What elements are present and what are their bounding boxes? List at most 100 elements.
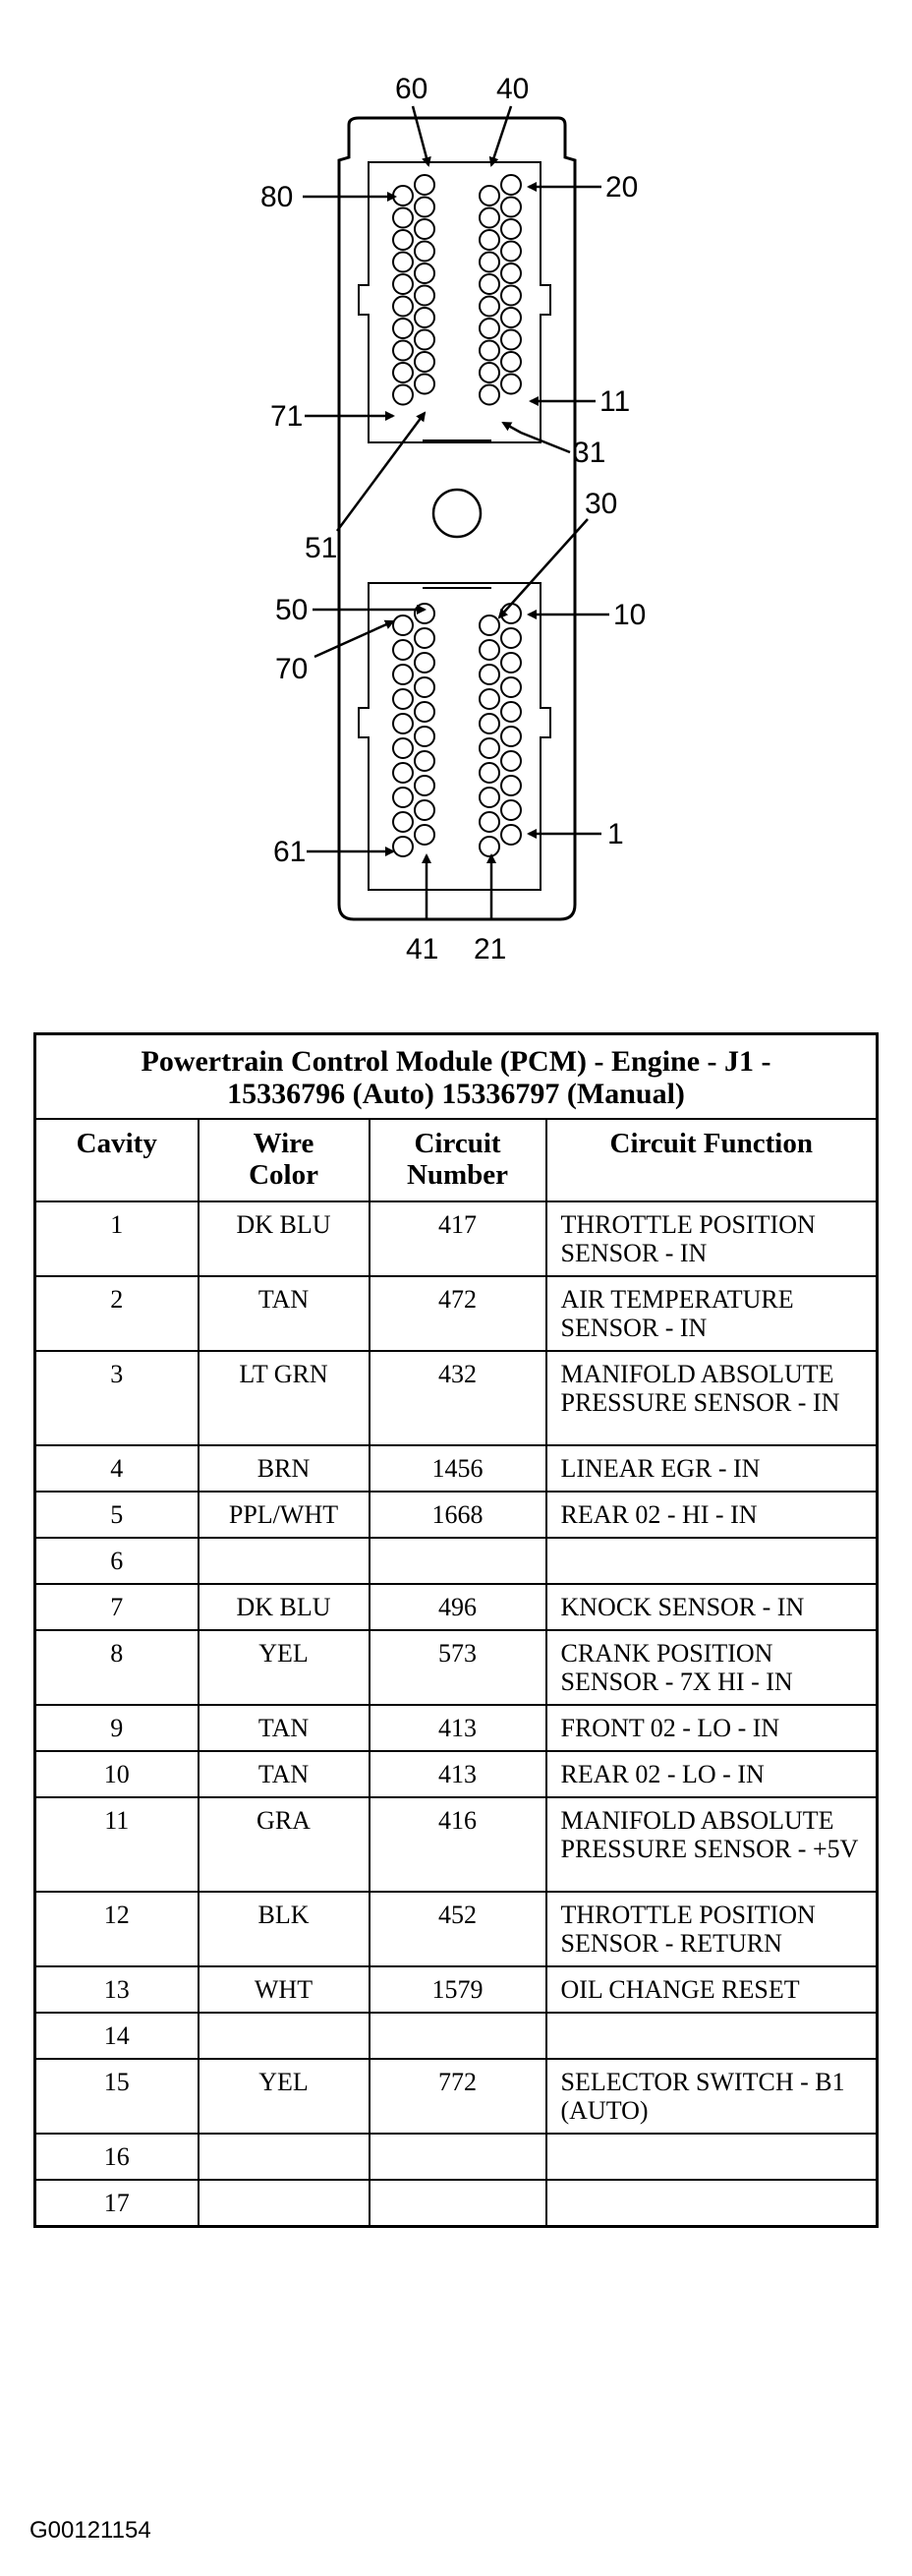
pin-cavity [392, 339, 414, 362]
cell-wire-color: DK BLU [197, 1200, 370, 1277]
pin-cavity [392, 273, 414, 295]
pin-cavity [414, 263, 435, 284]
pin-cavity [500, 328, 522, 351]
cell-cavity: 12 [33, 1891, 200, 1967]
callout-70: 70 [275, 653, 308, 685]
cell-wire-color: GRA [197, 1796, 370, 1893]
cell-cavity: 1 [33, 1200, 200, 1277]
pin-cavity [414, 676, 435, 698]
pin-cavity [414, 627, 435, 649]
pin-cavity [392, 639, 414, 661]
cell-circuit-number: 452 [368, 1891, 547, 1967]
pin-cavity [414, 799, 435, 821]
cell-circuit-number: 573 [368, 1629, 547, 1706]
pin-cavity [392, 295, 414, 318]
pin-cavity [479, 295, 500, 318]
pin-cavity [500, 824, 522, 846]
cell-wire-color [197, 2179, 370, 2228]
pin-cavity [392, 688, 414, 710]
cell-circuit-function [544, 2133, 879, 2181]
pin-cavity [500, 196, 522, 218]
cell-circuit-function: THROTTLE POSITION SENSOR - IN [544, 1200, 879, 1277]
callout-30: 30 [585, 488, 617, 520]
cell-circuit-function: REAR 02 - LO - IN [544, 1750, 879, 1798]
pin-cavity [392, 229, 414, 251]
cell-wire-color: YEL [197, 2058, 370, 2135]
cell-cavity: 16 [33, 2133, 200, 2181]
pin-cavity [500, 652, 522, 673]
cell-circuit-function: MANIFOLD ABSOLUTE PRESSURE SENSOR - +5V [544, 1796, 879, 1893]
cell-circuit-number: 416 [368, 1796, 547, 1893]
callout-10: 10 [613, 599, 646, 631]
pin-cavity [479, 836, 500, 857]
callout-51: 51 [305, 532, 337, 564]
cell-wire-color: LT GRN [197, 1350, 370, 1446]
callout-71: 71 [270, 400, 303, 433]
cell-wire-color: YEL [197, 1629, 370, 1706]
table-row: 6 [33, 1537, 879, 1585]
callout-41: 41 [406, 933, 438, 966]
table-title: Powertrain Control Module (PCM) - Engine… [33, 1032, 879, 1120]
pin-cavity [479, 362, 500, 383]
table-row: 17 [33, 2179, 879, 2228]
pin-cavity [479, 318, 500, 339]
cell-cavity: 17 [33, 2179, 200, 2228]
pin-cavity [414, 174, 435, 196]
pin-cavity [392, 206, 414, 229]
cell-cavity: 10 [33, 1750, 200, 1798]
pin-cavity [479, 185, 500, 206]
cell-circuit-function: AIR TEMPERATURE SENSOR - IN [544, 1275, 879, 1352]
callout-31: 31 [573, 437, 605, 469]
pin-cavity [392, 787, 414, 808]
pin-cavity [414, 701, 435, 723]
pin-cavity [479, 787, 500, 808]
pin-cavity [414, 351, 435, 373]
pin-cavity [414, 307, 435, 328]
upper-block-outline [358, 161, 551, 443]
cell-wire-color: PPL/WHT [197, 1491, 370, 1539]
cell-circuit-number: 1668 [368, 1491, 547, 1539]
pin-cavity [500, 284, 522, 307]
pin-cavity [500, 726, 522, 747]
cell-wire-color [197, 2012, 370, 2060]
table-title-line2: 15336796 (Auto) 15336797 (Manual) [227, 1078, 685, 1110]
pin-cavity [500, 174, 522, 196]
callout-61: 61 [273, 836, 306, 868]
pin-cavity [479, 688, 500, 710]
pin-cavity [392, 836, 414, 857]
pin-cavity [500, 799, 522, 821]
cell-circuit-number [368, 2133, 547, 2181]
pin-cavity [414, 726, 435, 747]
cell-wire-color: TAN [197, 1275, 370, 1352]
cell-cavity: 2 [33, 1275, 200, 1352]
pin-cavity [479, 339, 500, 362]
cell-circuit-function: REAR 02 - HI - IN [544, 1491, 879, 1539]
pin-cavity [392, 737, 414, 759]
cell-circuit-number: 417 [368, 1200, 547, 1277]
pin-grid [392, 174, 522, 857]
pin-cavity [479, 206, 500, 229]
cell-wire-color: BLK [197, 1891, 370, 1967]
pin-cavity [479, 615, 500, 636]
callout-50: 50 [275, 594, 308, 626]
header-wire-color: Wire Color [197, 1118, 370, 1202]
pin-cavity [479, 383, 500, 406]
cell-circuit-function: MANIFOLD ABSOLUTE PRESSURE SENSOR - IN [544, 1350, 879, 1446]
cell-circuit-number: 1579 [368, 1965, 547, 2014]
pin-cavity [479, 737, 500, 759]
header-circuit-number: Circuit Number [368, 1118, 547, 1202]
connector-body [337, 116, 577, 921]
cell-circuit-number: 413 [368, 1704, 547, 1752]
pin-cavity [479, 762, 500, 784]
callout-80: 80 [260, 181, 293, 213]
cell-wire-color: BRN [197, 1444, 370, 1493]
callout-21: 21 [474, 933, 506, 966]
pin-cavity [479, 811, 500, 833]
pin-cavity [392, 185, 414, 206]
